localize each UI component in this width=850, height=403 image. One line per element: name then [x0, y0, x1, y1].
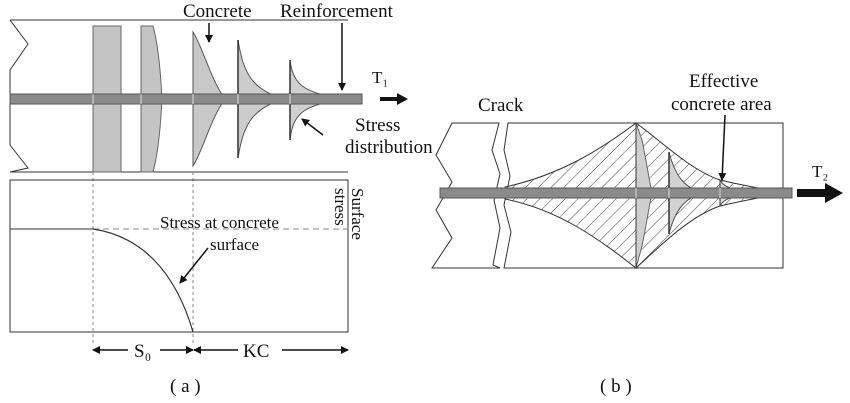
- arrow-stress-at-surface: [179, 247, 209, 284]
- caption-a: ( a ): [170, 376, 201, 397]
- label-effective-2: concrete area: [671, 94, 772, 115]
- arrow-t1: [380, 93, 408, 105]
- rebar-a: [9, 93, 363, 105]
- rebar-b: [439, 187, 793, 199]
- arrow-t2: [797, 183, 843, 203]
- label-stress-distribution-2: distribution: [345, 137, 433, 158]
- label-surface-stress-2: stress: [331, 188, 350, 226]
- arrow-stress-distribution: [301, 118, 324, 136]
- surface-stress-graph: [9, 179, 349, 333]
- concrete-piece-left: [431, 122, 501, 269]
- caption-b: ( b ): [600, 376, 632, 397]
- label-t2: T₂: [812, 162, 828, 181]
- label-kc: KC: [243, 341, 269, 362]
- label-stress-at-surface-2: surface: [210, 235, 259, 254]
- arrow-effective: [718, 114, 727, 181]
- label-effective-1: Effective: [689, 71, 758, 92]
- label-crack: Crack: [478, 95, 524, 116]
- label-s0: S₀: [134, 341, 151, 362]
- surface-stress-curve: [92, 228, 194, 333]
- label-t1: T₁: [372, 68, 388, 87]
- concrete-block-b: [503, 122, 784, 269]
- panel-a: Concrete Reinforcement T₁ Stress distrib…: [9, 1, 433, 397]
- label-stress-distribution-1: Stress: [355, 115, 400, 136]
- panel-b: Crack Effective concrete area T₂ ( b ): [431, 71, 843, 397]
- label-surface-stress-1: Surface: [348, 188, 367, 240]
- label-reinforcement: Reinforcement: [280, 1, 394, 22]
- label-concrete: Concrete: [183, 1, 252, 22]
- label-stress-at-surface-1: Stress at concrete: [160, 213, 279, 232]
